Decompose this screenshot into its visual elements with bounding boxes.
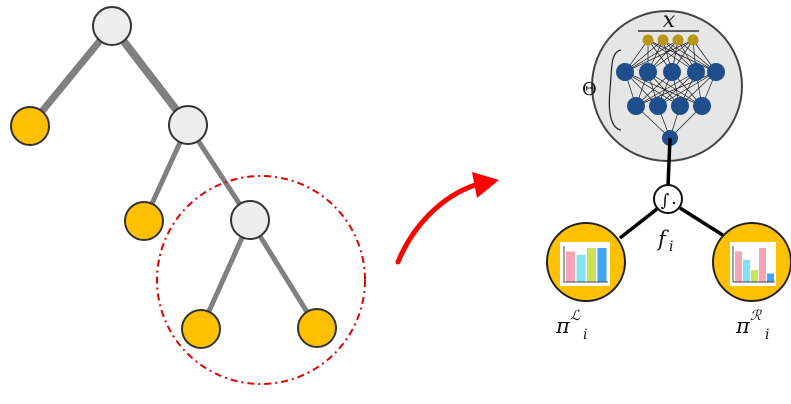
tree-edges (26, 22, 320, 332)
nn-connection (657, 71, 717, 107)
nn-connection (624, 39, 679, 73)
tree-edge-node3-leaf-right (247, 217, 320, 331)
histogram-bar (597, 248, 607, 282)
decision-tree (10, 6, 366, 385)
histogram-bar (576, 254, 586, 282)
svg-text:ℛ: ℛ (750, 308, 762, 324)
nn-neurons (616, 34, 725, 146)
theta-label: Θ (582, 79, 597, 100)
nn-input-neuron (657, 34, 669, 46)
nn-hidden-neuron (616, 63, 634, 81)
split-function-label: f (656, 227, 669, 251)
histogram-bar (566, 251, 575, 282)
right-leaf-label: π ℛ i (735, 308, 769, 343)
tree-leaf (297, 308, 337, 348)
integral-symbol: ∫ (661, 191, 670, 211)
tree-internal-node-highlighted (230, 200, 270, 240)
histogram-bar (735, 251, 742, 282)
nn-connection (647, 39, 717, 73)
svg-text:i: i (583, 327, 587, 343)
histogram-axes (732, 246, 775, 283)
histogram-bar (743, 259, 750, 282)
nn-hidden-neuron (671, 97, 689, 115)
nn-connection (662, 39, 717, 73)
histogram-bar (759, 248, 766, 282)
nn-connection (624, 39, 694, 73)
nn-connection (647, 71, 703, 107)
right-histogram (732, 246, 775, 283)
integral-node (653, 184, 683, 214)
tree-edge-root-node2 (108, 22, 192, 129)
histogram-bar (751, 270, 758, 282)
left-leaf-label: π ℒ i (555, 308, 587, 343)
nn-input-neuron (687, 34, 699, 46)
nn-hidden-neuron (707, 63, 725, 81)
nn-hidden-neuron (663, 63, 681, 81)
tree-root-node (92, 6, 132, 46)
histogram-bar (767, 273, 774, 282)
edge-integral-to-left-leaf (618, 207, 659, 240)
nn-hidden-neuron (627, 97, 645, 115)
input-variable-label: x (663, 8, 676, 33)
nn-hidden-neuron (687, 63, 705, 81)
svg-text:π: π (735, 314, 751, 338)
soft-node-detail: x Θ ∫ f i π ℒ i π ℛ i (546, 8, 791, 343)
nn-input-neuron (642, 34, 654, 46)
zoom-arrow (395, 172, 499, 265)
integral-dot (672, 201, 676, 205)
neural-network-panel (591, 10, 743, 162)
nn-connection (647, 39, 697, 73)
theta-brace (608, 49, 622, 131)
nn-connection (635, 71, 697, 107)
left-histogram (563, 246, 608, 283)
svg-text:π: π (555, 314, 571, 338)
nn-connection (647, 39, 694, 73)
highlight-dashed-circle (156, 175, 366, 385)
tree-edge-root-leaf (26, 22, 116, 130)
edge-integral-to-right-leaf (679, 206, 730, 241)
svg-text:ℒ: ℒ (570, 308, 581, 324)
nn-hidden-neuron (649, 97, 667, 115)
arrow-head (472, 172, 499, 198)
histogram-bar (587, 248, 596, 282)
tree-internal-node (168, 105, 208, 145)
nn-hidden-neuron (639, 63, 657, 81)
tree-leaf (124, 201, 164, 241)
tree-leaf (10, 106, 50, 146)
nn-connection (624, 71, 681, 107)
svg-text:i: i (765, 327, 769, 343)
nn-connection (624, 71, 703, 107)
tree-leaf (181, 309, 221, 349)
nn-input-neuron (672, 34, 684, 46)
histogram-axes (563, 246, 608, 283)
edge-nn-to-integral (666, 137, 672, 187)
split-function-subscript: i (669, 239, 673, 255)
nn-hidden-neuron (693, 97, 711, 115)
